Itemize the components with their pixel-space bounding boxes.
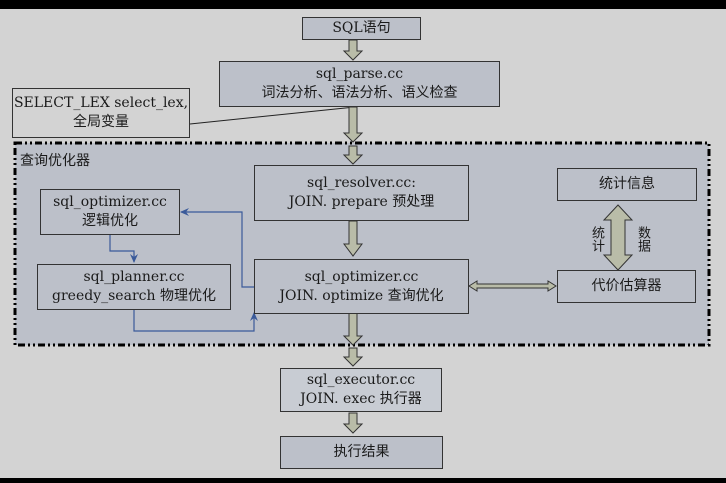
node-text: SELECT_LEX select_lex, xyxy=(13,95,189,111)
node-text: JOIN. exec 执行器 xyxy=(300,391,422,407)
node-text: JOIN. prepare 预处理 xyxy=(288,194,435,210)
node-text: SQL语句 xyxy=(332,20,391,36)
node-text: sql_optimizer.cc xyxy=(53,194,167,210)
node-text: 全局变量 xyxy=(73,114,129,130)
node-text: 词法分析、语法分析、语义检查 xyxy=(261,85,458,101)
node-sql-statement: SQL语句 xyxy=(302,17,421,40)
node-text: 执行结果 xyxy=(333,444,390,460)
node-text: sql_resolver.cc: xyxy=(307,175,416,191)
node-text: 逻辑优化 xyxy=(82,213,138,229)
node-text: 代价估算器 xyxy=(591,278,662,294)
node-sql-parse: sql_parse.cc 词法分析、语法分析、语义检查 xyxy=(219,61,500,107)
node-text: sql_parse.cc xyxy=(315,66,404,82)
edge-label-stats-right: 数据 xyxy=(635,226,650,252)
node-result: 执行结果 xyxy=(280,436,443,469)
node-sql-optimizer-main: sql_optimizer.cc JOIN. optimize 查询优化 xyxy=(254,259,469,314)
node-cost-estimator: 代价估算器 xyxy=(557,270,696,303)
node-text: JOIN. optimize 查询优化 xyxy=(279,287,444,304)
node-text: 统计信息 xyxy=(599,176,655,192)
node-sql-executor: sql_executor.cc JOIN. exec 执行器 xyxy=(280,368,442,412)
node-sql-optimizer-logic: sql_optimizer.cc 逻辑优化 xyxy=(40,189,180,235)
node-sql-planner: sql_planner.cc greedy_search 物理优化 xyxy=(37,264,231,310)
edge-label-stats-left: 统计 xyxy=(589,226,604,252)
node-text: greedy_search 物理优化 xyxy=(52,288,216,304)
node-text: sql_executor.cc xyxy=(306,372,416,388)
region-label: 查询优化器 xyxy=(20,153,90,169)
node-text: sql_optimizer.cc xyxy=(304,268,419,285)
node-text: sql_planner.cc xyxy=(83,269,185,285)
node-sql-resolver: sql_resolver.cc: JOIN. prepare 预处理 xyxy=(254,165,469,221)
node-statistics: 统计信息 xyxy=(557,168,697,201)
node-select-lex: SELECT_LEX select_lex, 全局变量 xyxy=(12,88,190,138)
